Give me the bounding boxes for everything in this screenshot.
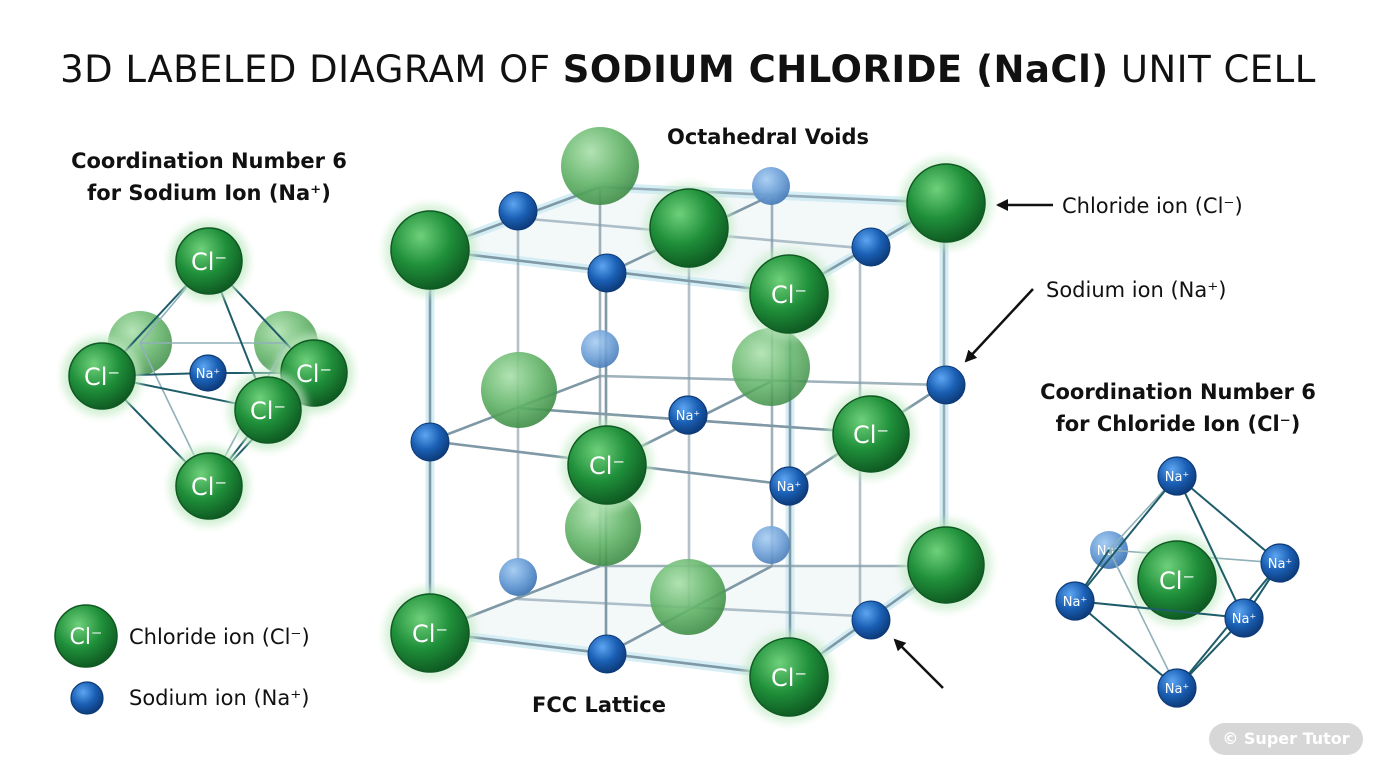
cl-front: Cl⁻	[228, 370, 308, 450]
cl-right-center: Cl⁻	[826, 389, 916, 479]
na-body-center-label: Na⁺	[676, 409, 701, 424]
na-oct-bottom-label: Na⁺	[1165, 682, 1190, 697]
legend-chloride-swatch	[54, 604, 118, 668]
sodium-callout-label: Sodium ion (Na⁺)	[1046, 278, 1227, 302]
cl-left-label: Cl⁻	[84, 363, 120, 391]
cl-back-top-left	[561, 127, 639, 205]
na-edge-right	[926, 365, 966, 405]
na-front-right-edge-label: Na⁺	[777, 480, 802, 495]
cl-corner-front-bottom-right-label: Cl⁻	[771, 664, 807, 692]
na-center-label: Na⁺	[196, 367, 221, 382]
octahedral-voids-label: Octahedral Voids	[667, 125, 869, 149]
cl-corner-back-top-right	[900, 157, 992, 249]
chloride-callout-label: Chloride ion (Cl⁻)	[1062, 194, 1243, 218]
na-oct-right: Na⁺	[1260, 543, 1300, 583]
na-oct-top: Na⁺	[1157, 456, 1197, 496]
na-mid-bottom-left	[499, 558, 537, 596]
fcc-lattice-label: FCC Lattice	[532, 693, 666, 717]
cl-mid-bottom	[565, 490, 641, 566]
cl-corner-front-top-left	[384, 204, 476, 296]
cl-right-center-label: Cl⁻	[853, 421, 889, 449]
cl-bottom-label: Cl⁻	[191, 473, 227, 501]
left-heading-line2: for Sodium Ion (Na⁺)	[87, 181, 331, 205]
cl-front-label: Cl⁻	[250, 397, 286, 425]
right-heading-line2: for Chloride Ion (Cl⁻)	[1056, 412, 1301, 436]
na-oct-top-label: Na⁺	[1165, 470, 1190, 485]
cl-corner-front-bottom-right: Cl⁻	[743, 631, 835, 723]
na-coordination-octahedron: Na⁺ Cl⁻ Cl⁻ Cl⁻ Cl⁻ Cl⁻	[62, 221, 354, 526]
na-back-top	[752, 167, 790, 205]
cl-bottom: Cl⁻	[169, 446, 249, 526]
cl-mid-left	[481, 352, 557, 428]
na-oct-bottom: Na⁺	[1157, 668, 1197, 708]
cl-corner-back-bottom-right	[900, 519, 992, 611]
right-heading-line1: Coordination Number 6	[1040, 380, 1316, 404]
na-front-right-edge: Na⁺	[769, 466, 809, 506]
cl-back-center	[732, 328, 810, 406]
na-mid-top-left	[498, 191, 538, 231]
na-mid-top-right	[851, 227, 891, 267]
cl-front-face-center-label: Cl⁻	[589, 452, 625, 480]
legend-chloride-label: Chloride ion (Cl⁻)	[129, 625, 310, 649]
title-bold: SODIUM CHLORIDE (NaCl)	[562, 48, 1109, 91]
na-oct-front: Na⁺	[1224, 598, 1264, 638]
cl-top-label: Cl⁻	[191, 248, 227, 276]
cl-front-face-center: Cl⁻	[561, 419, 653, 511]
cl-corner-front-top-right-label: Cl⁻	[771, 281, 807, 309]
na-front-left-edge	[410, 422, 450, 462]
legend: Cl⁻ Chloride ion (Cl⁻) Sodium ion (Na⁺)	[54, 604, 310, 715]
cl-coordination-octahedron: Na⁺ Cl⁻ Na⁺ Na⁺ Na	[1055, 456, 1300, 708]
cl-corner-front-bottom-left-label: Cl⁻	[412, 620, 448, 648]
unit-cell-lattice: Na⁺ Cl⁻ Cl⁻	[384, 125, 1243, 723]
page-title: 3D LABELED DIAGRAM OF SODIUM CHLORIDE (N…	[0, 48, 1376, 91]
na-oct-left: Na⁺	[1055, 581, 1095, 621]
cl-oct-center-label: Cl⁻	[1159, 567, 1195, 595]
cl-top-center	[644, 183, 734, 273]
title-suffix: UNIT CELL	[1108, 48, 1316, 91]
na-front-bottom-edge	[587, 634, 627, 674]
cl-mid-bottom-center	[650, 559, 726, 635]
cl-corner-front-top-right: Cl⁻	[743, 248, 835, 340]
cl-right-label: Cl⁻	[296, 360, 332, 388]
na-oct-left-label: Na⁺	[1063, 595, 1088, 610]
na-oct-front-label: Na⁺	[1232, 612, 1257, 627]
legend-sodium-label: Sodium ion (Na⁺)	[129, 686, 310, 710]
watermark-badge: © Super Tutor	[1209, 723, 1363, 755]
na-oct-right-label: Na⁺	[1268, 557, 1293, 572]
na-back-left	[581, 330, 619, 368]
na-center	[189, 354, 227, 392]
cl-oct-center	[1137, 540, 1217, 620]
cl-top: Cl⁻	[169, 221, 249, 301]
na-front-top-edge	[587, 253, 627, 293]
na-mid-bottom-right	[851, 600, 891, 640]
cl-corner-front-bottom-left: Cl⁻	[384, 587, 476, 679]
title-prefix: 3D LABELED DIAGRAM OF	[60, 48, 563, 91]
na-back-bottom	[752, 526, 790, 564]
sodium-callout-arrow	[964, 288, 1034, 363]
legend-sodium-swatch	[70, 681, 104, 715]
legend-chloride-symbol: Cl⁻	[69, 625, 102, 650]
cl-left: Cl⁻	[62, 336, 142, 416]
left-heading-line1: Coordination Number 6	[71, 149, 347, 173]
sodium-pointer-arrow	[893, 638, 944, 689]
na-body-center: Na⁺	[668, 395, 708, 435]
